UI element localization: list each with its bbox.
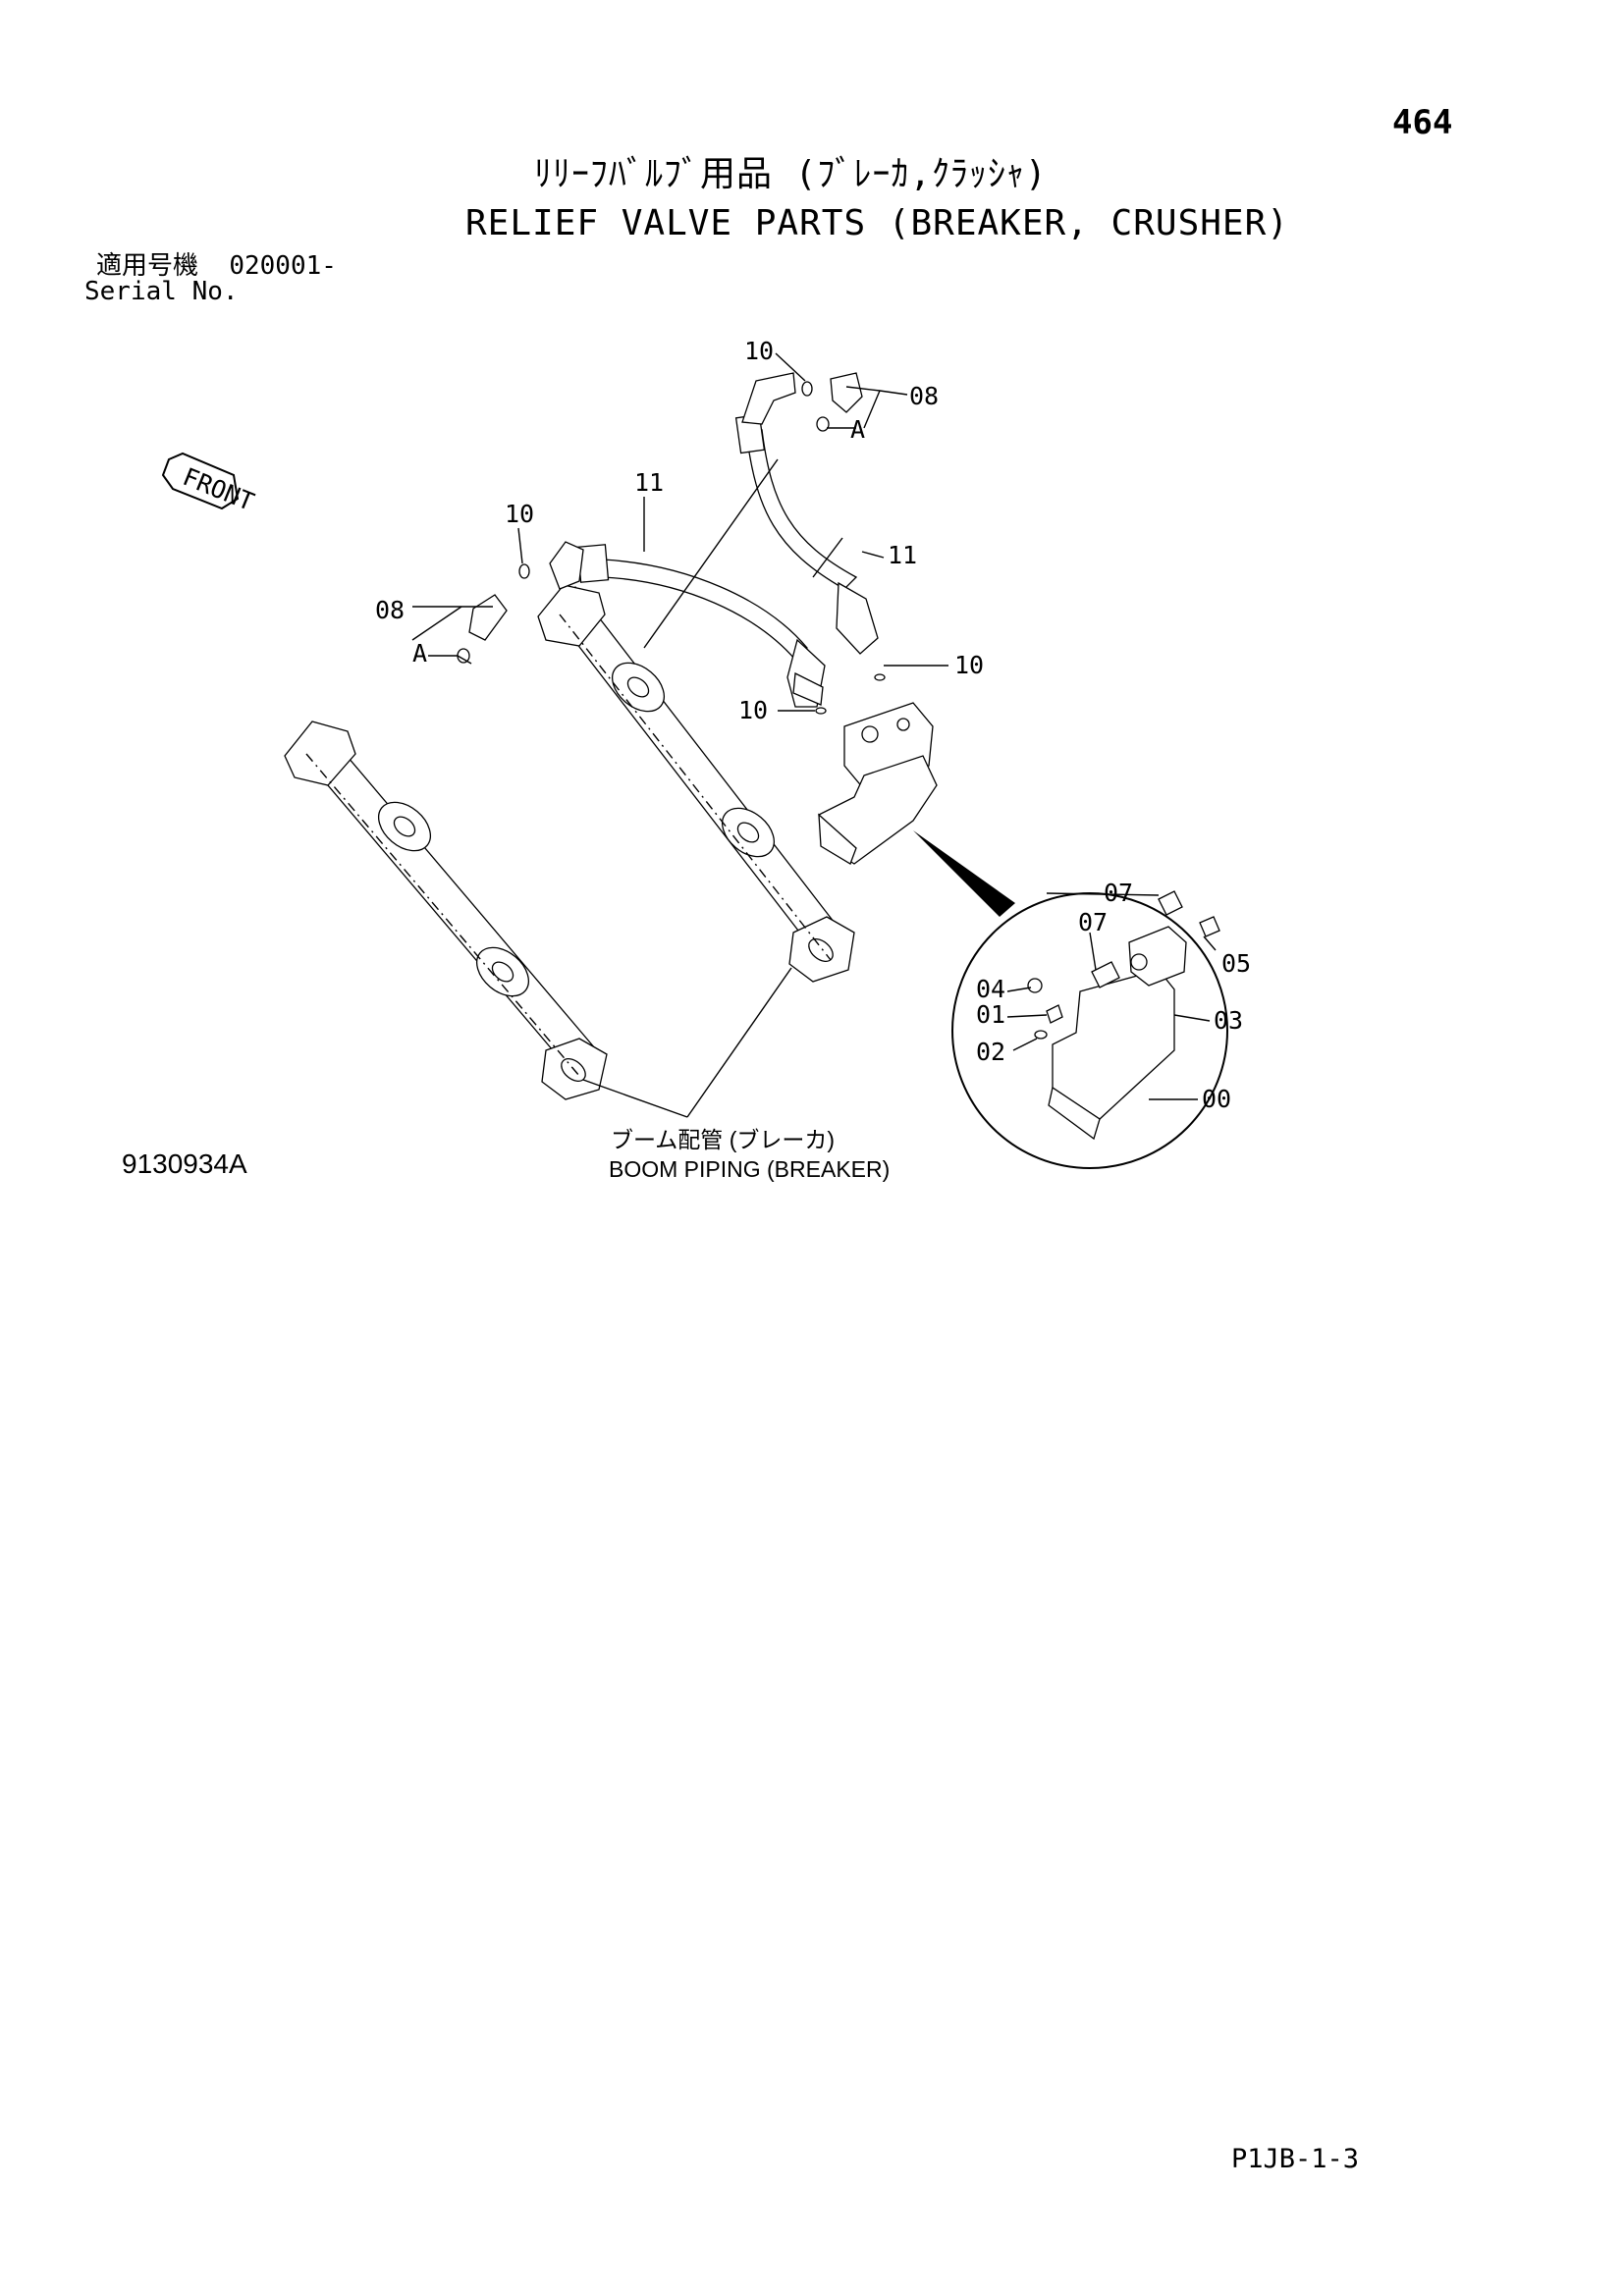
callout-11-right: 11 [888, 541, 917, 569]
figure-number: 9130934A [122, 1148, 247, 1179]
title-english: RELIEF VALVE PARTS (BREAKER, CRUSHER) [465, 203, 1289, 243]
boom-piping [284, 584, 855, 1118]
callout-10-top: 10 [744, 337, 774, 365]
callout-08-left: 08 [375, 596, 405, 624]
callout-10-right: 10 [954, 651, 984, 679]
serial-label-english: Serial No. [84, 277, 239, 306]
callout-10-mid: 10 [738, 696, 768, 724]
serial-value: 020001- [229, 251, 337, 281]
callout-02: 02 [976, 1038, 1005, 1066]
callout-a-left: A [412, 639, 427, 667]
callout-04: 04 [976, 975, 1005, 1003]
callout-07-a: 07 [1104, 879, 1133, 907]
callout-labels: 10 08 A 11 10 11 08 A 10 10 07 07 05 04 … [375, 337, 1251, 1113]
hose-right [734, 372, 879, 655]
caption-japanese: ブーム配管 (ブレーカ) [611, 1127, 836, 1152]
callout-leaders [411, 352, 1217, 1100]
callout-11-left: 11 [634, 468, 664, 497]
detail-pointer [913, 830, 1015, 917]
relief-valve-assembly [818, 702, 938, 865]
callout-10-left: 10 [505, 500, 534, 528]
callout-08-top: 08 [909, 382, 939, 410]
caption-english: BOOM PIPING (BREAKER) [609, 1156, 891, 1182]
callout-00: 00 [1202, 1085, 1231, 1113]
hose-left [549, 541, 826, 708]
title-japanese: ﾘﾘｰﾌﾊﾞﾙﾌﾞ用品 (ﾌﾞﾚｰｶ,ｸﾗｯｼｬ) [534, 154, 1048, 194]
footer-code: P1JB-1-3 [1231, 2144, 1360, 2174]
callout-a-top: A [850, 415, 865, 444]
callout-03: 03 [1214, 1006, 1243, 1035]
serial-label-jp: 適用号機 [96, 251, 199, 281]
front-arrow-icon: FRONT [161, 452, 258, 516]
callout-07-b: 07 [1078, 908, 1108, 936]
callout-05: 05 [1221, 949, 1251, 978]
front-label: FRONT [179, 462, 258, 516]
callout-01: 01 [976, 1000, 1005, 1029]
page-number: 464 [1392, 103, 1453, 142]
serial-line-japanese: 適用号機 020001- [96, 253, 337, 279]
